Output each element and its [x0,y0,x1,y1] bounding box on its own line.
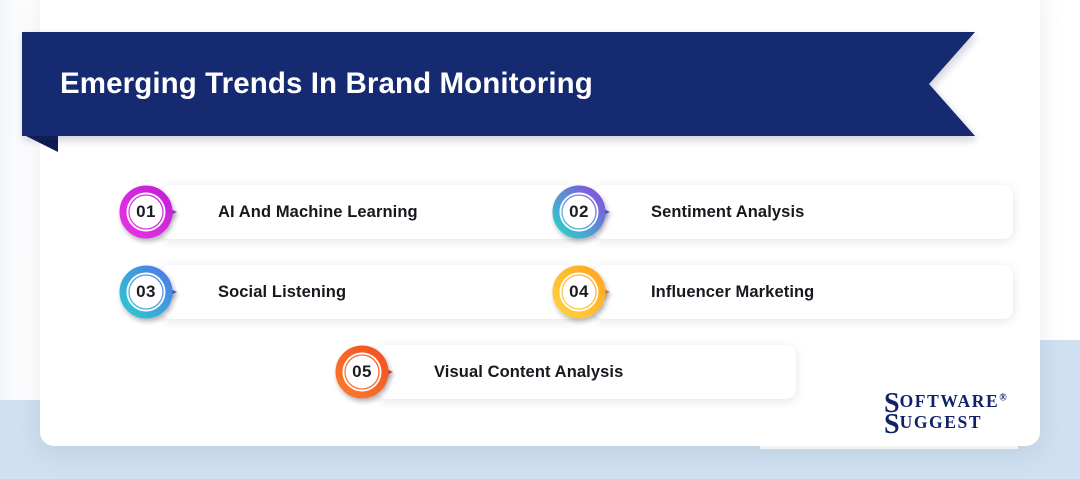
trend-label: Sentiment Analysis [651,203,805,221]
trend-label: Social Listening [218,283,347,301]
trend-number-badge [119,265,177,319]
background-bottom-band [0,440,760,479]
trend-number-badge [335,345,393,399]
trend-item-card [160,185,580,239]
logo-line-1: SOFTWARE® [884,390,1007,418]
logo-line2-text: UGGEST [899,412,983,432]
registered-trademark-icon: ® [999,392,1007,404]
trend-number: 02 [569,202,589,221]
logo-line2-capital: S [884,409,900,440]
trend-number: 03 [136,282,156,301]
trend-item[interactable]: 03 Social Listening [118,265,580,319]
trend-item[interactable]: 04 Influencer Marketing [551,265,1013,319]
trend-label: AI And Machine Learning [218,203,418,221]
trend-item[interactable]: 01 AI And Machine Learning [118,185,580,239]
logo-line-2: SUGGEST [884,411,1007,439]
trend-item-card [593,265,1013,319]
trend-item-card [593,185,1013,239]
background-right-upper [1040,0,1080,340]
trend-number: 05 [352,362,372,381]
trend-number: 01 [136,202,156,221]
softwaresuggest-logo: SOFTWARE® SUGGEST [884,390,1007,439]
trend-number-badge [552,185,610,239]
trend-label: Influencer Marketing [651,283,815,301]
trend-number: 04 [569,282,589,301]
trend-number-badge [552,265,610,319]
trend-item-card [160,265,580,319]
logo-line1-capital: S [884,388,900,419]
trend-item-card [376,345,796,399]
banner-body [22,32,975,136]
trend-number-badge [119,185,177,239]
page-title: Emerging Trends In Brand Monitoring [60,67,593,100]
title-banner-shape [22,32,975,152]
trend-item[interactable]: 05 Visual Content Analysis [334,345,796,399]
logo-line1-text: OFTWARE [899,391,1000,411]
title-banner: Emerging Trends In Brand Monitoring [0,0,1080,160]
trend-label: Visual Content Analysis [434,363,624,381]
trend-item[interactable]: 02 Sentiment Analysis [551,185,1013,239]
